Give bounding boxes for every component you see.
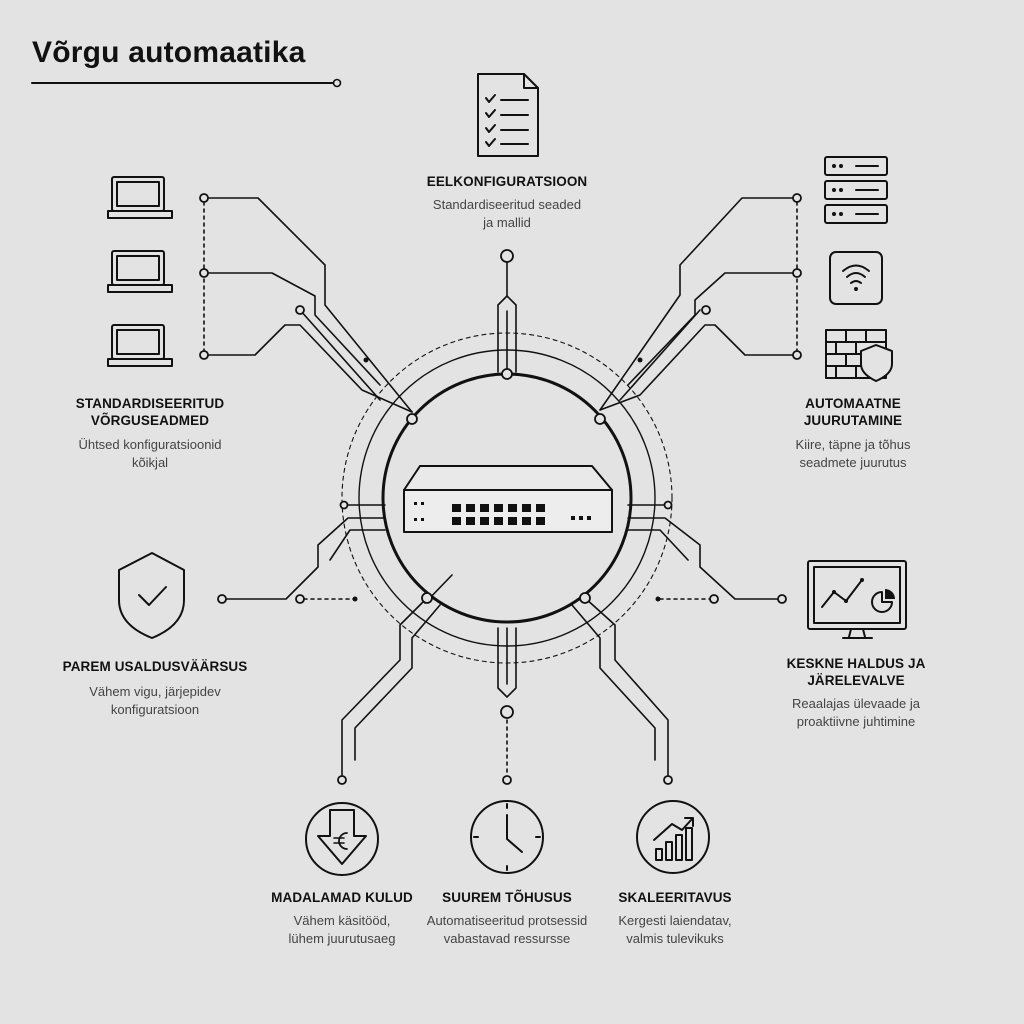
bottom-center-node-desc-line2: vabastavad ressursse [443, 931, 571, 946]
bottom-left-node-label: MADALAMAD KULUD [252, 889, 432, 906]
laptop-icon [107, 176, 173, 219]
bottom-center-node-desc-line1: Automatiseeritud protsessid [426, 913, 588, 928]
right-mid-node-label-line1: KESKNE HALDUS JA [786, 656, 926, 671]
bottom-left-node-desc: Vähem käsitööd, lühem juurutusaeg [252, 912, 432, 948]
left-top-node-label-line2: VÕRGUSEADMED [90, 413, 210, 428]
right-top-node-desc: Kiire, täpne ja tõhus seadmete juurutus [748, 436, 958, 472]
title-underline [31, 78, 342, 88]
bottom-center-node-label: SUUREM TÕHUSUS [412, 889, 602, 906]
top-node-label: EELKONFIGURATSIOON [407, 173, 607, 190]
left-mid-node-label-text: PAREM USALDUSVÄÄRSUS [62, 659, 248, 674]
shield-check-icon [118, 552, 185, 639]
bottom-left-node-desc-line1: Vähem käsitööd, [293, 913, 391, 928]
bottom-right-node-desc-line2: valmis tulevikuks [626, 931, 724, 946]
bottom-right-node-desc: Kergesti laiendatav, valmis tulevikuks [585, 912, 765, 948]
left-top-node-label-line1: STANDARDISEERITUD [75, 396, 225, 411]
top-node-desc-line1: Standardiseeritud seaded [432, 197, 582, 212]
top-node-desc: Standardiseeritud seaded ja mallid [407, 196, 607, 232]
left-mid-node-desc: Vähem vigu, järjepidev konfiguratsioon [40, 683, 270, 719]
left-top-node-label: STANDARDISEERITUD VÕRGUSEADMED [40, 395, 260, 429]
laptop-icon [107, 250, 173, 293]
bottom-right-node-desc-line1: Kergesti laiendatav, [618, 913, 732, 928]
left-mid-node-label: PAREM USALDUSVÄÄRSUS [40, 658, 270, 675]
bottom-left-node-label-text: MADALAMAD KULUD [271, 890, 413, 905]
clock-icon [470, 800, 544, 874]
server-rack-icon [824, 156, 888, 224]
right-top-node-label-line1: AUTOMAATNE [805, 396, 901, 411]
monitor-chart-icon [807, 560, 907, 639]
left-top-node-desc-line2: kõikjal [131, 455, 169, 470]
bottom-right-node-label: SKALEERITAVUS [585, 889, 765, 906]
left-mid-node-desc-line2: konfiguratsioon [110, 702, 200, 717]
bottom-center-node-label-text: SUUREM TÕHUSUS [442, 890, 572, 905]
right-mid-node-desc-line1: Reaalajas ülevaade ja [792, 696, 920, 711]
left-top-node-desc-line1: Ühtsed konfiguratsioonid [78, 437, 222, 452]
right-mid-traces [627, 504, 779, 600]
right-mid-node-desc: Reaalajas ülevaade ja proaktiivne juhtim… [746, 695, 966, 731]
bottom-center-node-desc: Automatiseeritud protsessid vabastavad r… [412, 912, 602, 948]
top-node-desc-line2: ja mallid [483, 215, 531, 230]
right-mid-node-label: KESKNE HALDUS JA JÄRELEVALVE [746, 655, 966, 689]
left-mid-node-desc-line1: Vähem vigu, järjepidev [89, 684, 221, 699]
growth-chart-icon [636, 800, 710, 874]
top-connector [497, 261, 517, 373]
right-top-node-desc-line2: seadmete juurutus [799, 455, 907, 470]
bottom-right-traces [571, 597, 669, 776]
right-mid-node-desc-line2: proaktiivne juhtimine [796, 714, 916, 729]
connection-dots [199, 193, 802, 785]
bottom-left-traces [341, 574, 453, 776]
right-top-node-desc-line1: Kiire, täpne ja tõhus [795, 437, 911, 452]
bottom-right-node-label-text: SKALEERITAVUS [618, 890, 732, 905]
left-top-node-desc: Ühtsed konfiguratsioonid kõikjal [40, 436, 260, 472]
left-top-traces [203, 197, 413, 413]
bottom-connector [497, 627, 517, 776]
right-top-node-label-line2: JUURUTAMINE [803, 413, 903, 428]
left-mid-traces [225, 504, 386, 600]
bottom-left-node-desc-line2: lühem juurutusaeg [288, 931, 396, 946]
right-top-node-label: AUTOMAATNE JUURUTAMINE [748, 395, 958, 429]
firewall-icon [825, 329, 893, 382]
network-switch-icon [403, 465, 613, 533]
euro-down-icon [305, 802, 379, 876]
wifi-icon [829, 251, 883, 305]
top-node-label-text: EELKONFIGURATSIOON [426, 174, 588, 189]
right-mid-node-label-line2: JÄRELEVALVE [807, 673, 905, 688]
checklist-document-icon [477, 73, 539, 157]
laptop-icon [107, 324, 173, 367]
right-top-traces [599, 197, 798, 411]
page-title: Võrgu automaatika [32, 36, 306, 69]
